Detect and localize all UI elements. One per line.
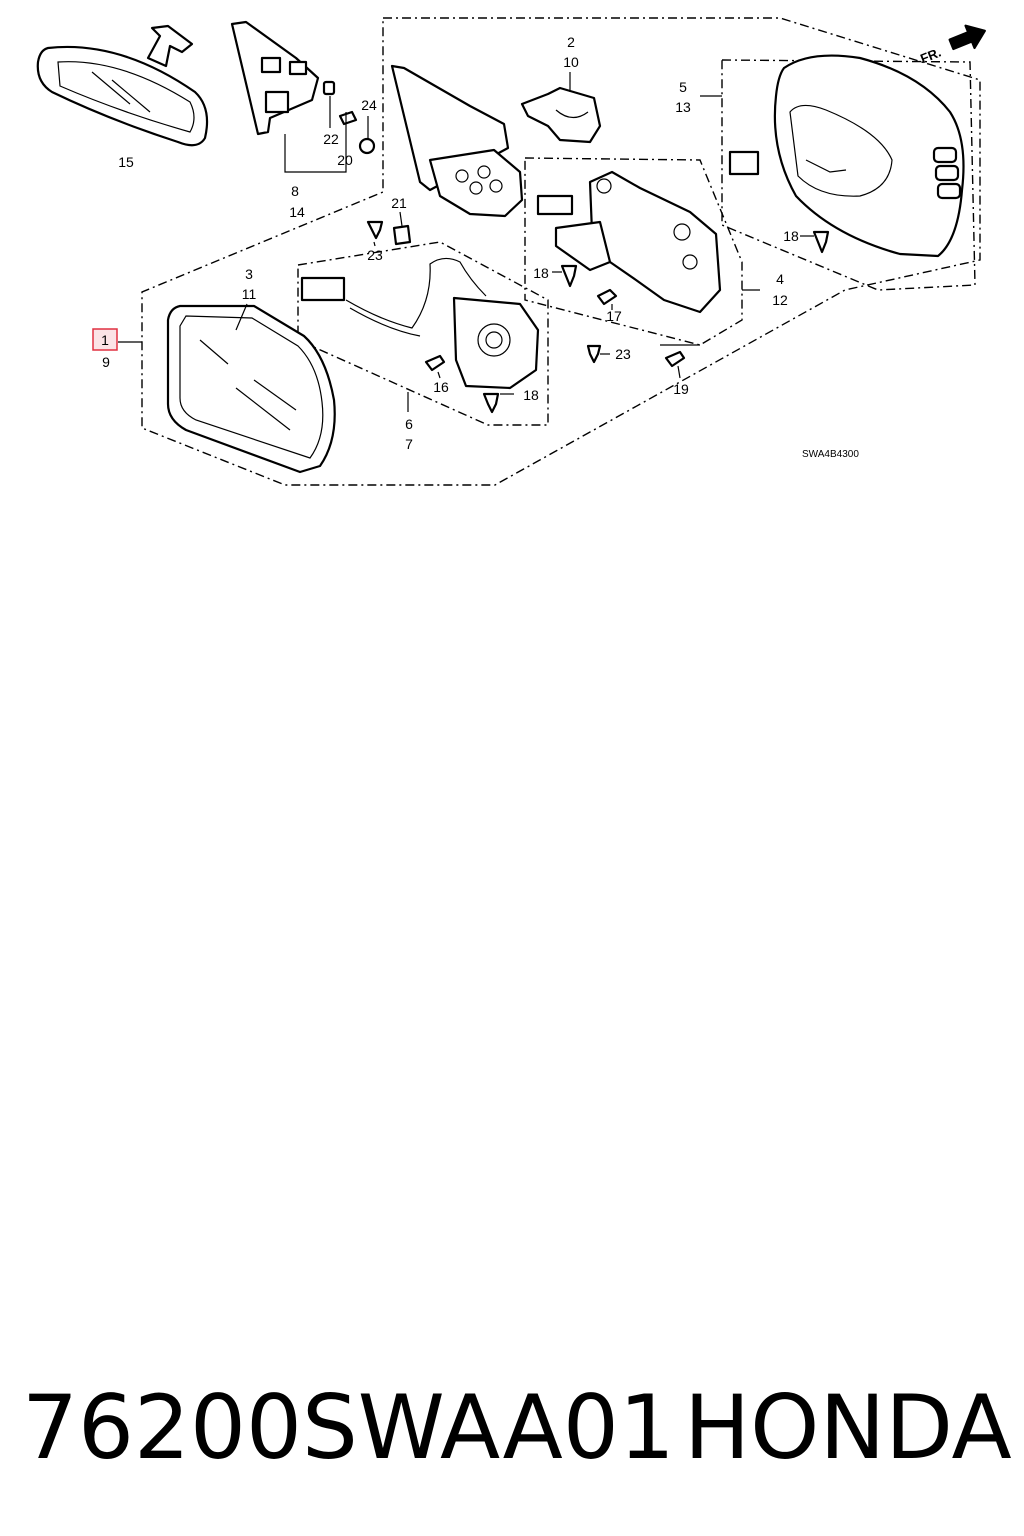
grommet-24: [358, 137, 376, 155]
callout-10: 10: [563, 54, 579, 70]
callout-3: 3: [245, 266, 253, 282]
mirror-parts-diagram: FR. 1 9 2 10 3 11 4 12 5 13 6 7 8 14 15 …: [36, 17, 986, 486]
callout-23-b: 23: [615, 346, 631, 362]
clip-20: [338, 110, 358, 126]
callout-1: 1: [101, 332, 109, 348]
screw-18-a: [482, 392, 500, 414]
callout-18-a: 18: [523, 387, 539, 403]
rear-view-mirror: [36, 24, 209, 147]
callout-13: 13: [675, 99, 691, 115]
highlight-box: [92, 328, 118, 351]
part-number: 76200SWAA01: [22, 1376, 675, 1479]
sail-cap: [520, 86, 602, 144]
leader-23-a: [373, 241, 376, 247]
leader-21: [399, 211, 403, 227]
screw-18-c: [812, 230, 830, 254]
direction-label: FR.: [918, 45, 943, 67]
mirror-garnish: [230, 20, 320, 136]
mirror-housing-cover: [728, 54, 965, 258]
footer: 76200SWAA01 HONDA: [0, 1368, 1024, 1488]
leader-16: [437, 371, 441, 379]
callout-8: 8: [291, 183, 299, 199]
illustration-code: SWA4B4300: [802, 449, 859, 460]
brand-name: HONDA: [684, 1376, 1012, 1479]
screw-23-b: [586, 344, 602, 364]
callout-22: 22: [323, 131, 339, 147]
leader-3-11: [235, 303, 248, 331]
callout-23-a: 23: [367, 247, 383, 263]
callout-18-c: 18: [783, 228, 799, 244]
screw-18-b: [560, 264, 578, 288]
screw-23-a: [366, 220, 384, 240]
clip-22: [322, 80, 336, 96]
callout-14: 14: [289, 204, 305, 220]
screw-16: [424, 354, 446, 372]
callout-4: 4: [776, 271, 784, 287]
callout-19: 19: [673, 381, 689, 397]
callout-24: 24: [361, 97, 377, 113]
callout-20: 20: [337, 152, 353, 168]
callout-17: 17: [606, 308, 622, 324]
leader-8-14: [284, 112, 347, 173]
mirror-base: [536, 170, 722, 314]
callout-2: 2: [567, 34, 575, 50]
mirror-mount: [390, 64, 524, 218]
callout-15: 15: [118, 154, 134, 170]
callout-5: 5: [679, 79, 687, 95]
callout-18-b: 18: [533, 265, 549, 281]
mirror-actuator: [300, 257, 540, 390]
callout-9: 9: [102, 354, 110, 370]
clip-21: [392, 224, 412, 246]
callout-21: 21: [391, 195, 407, 211]
callout-16: 16: [433, 379, 449, 395]
callout-7: 7: [405, 436, 413, 452]
front-direction-indicator: FR.: [918, 24, 986, 67]
cover-group-boundary: [721, 59, 976, 291]
base-group-boundary: [524, 157, 743, 346]
screw-17: [596, 288, 618, 306]
leader-19: [677, 365, 681, 379]
mirror-glass: [166, 304, 336, 474]
screw-19: [664, 350, 686, 368]
callout-12: 12: [772, 292, 788, 308]
callout-6: 6: [405, 416, 413, 432]
assembly-boundary: [141, 17, 981, 486]
callout-11: 11: [242, 286, 257, 302]
